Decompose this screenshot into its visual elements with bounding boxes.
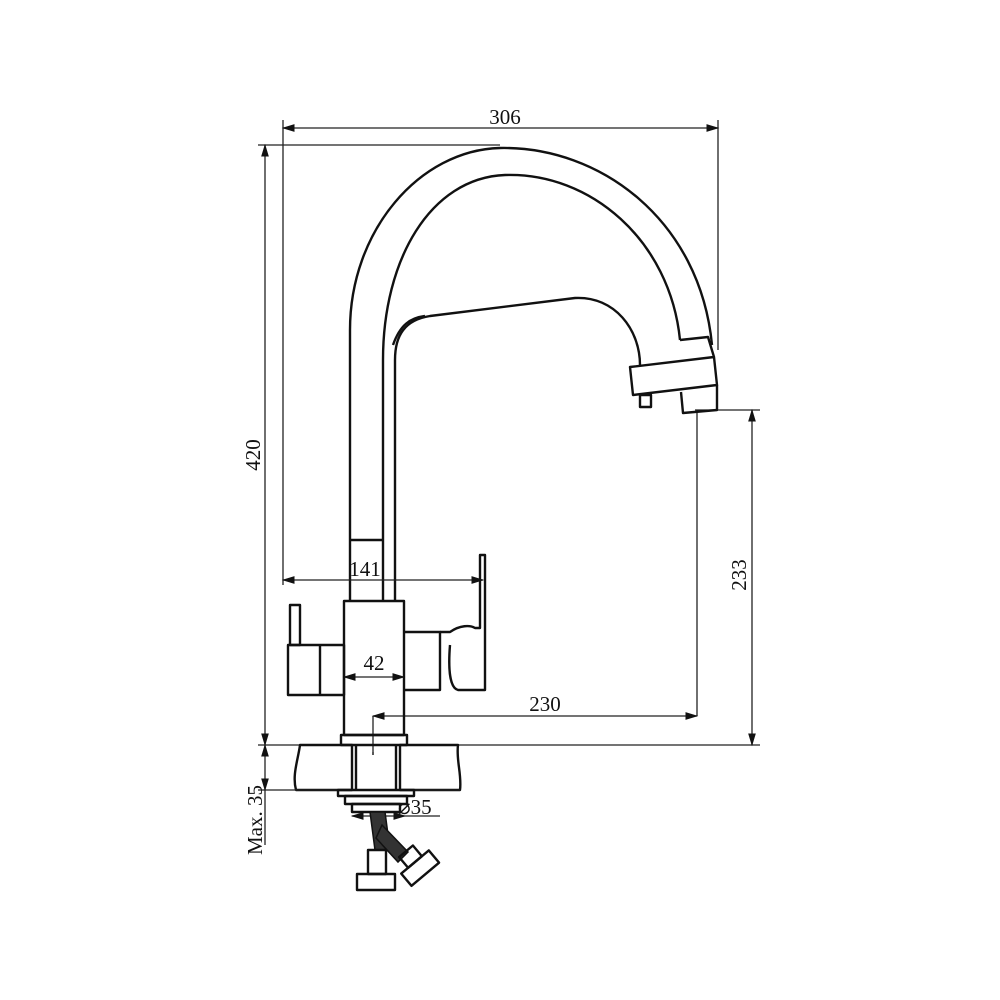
dimension-overall-width: 306 [281,105,720,585]
supply-hose-branch [375,823,410,864]
dimension-label-233: 233 [727,559,751,591]
dimension-label-141: 141 [349,557,381,581]
faucet-body: 141 42 [281,146,719,747]
dimension-spout-height: 233 [695,408,760,747]
mounting-hardware: ⌀35 [336,788,441,892]
dimension-label-420: 420 [241,439,265,471]
dimension-label-306: 306 [489,105,521,129]
dimension-label-diameter-35: ⌀35 [398,795,432,819]
dimension-label-42: 42 [364,651,385,675]
dimension-label-230: 230 [529,692,561,716]
dimension-label-max-35: Max. 35 [243,785,267,855]
dimension-spout-reach: 230 [371,410,699,755]
